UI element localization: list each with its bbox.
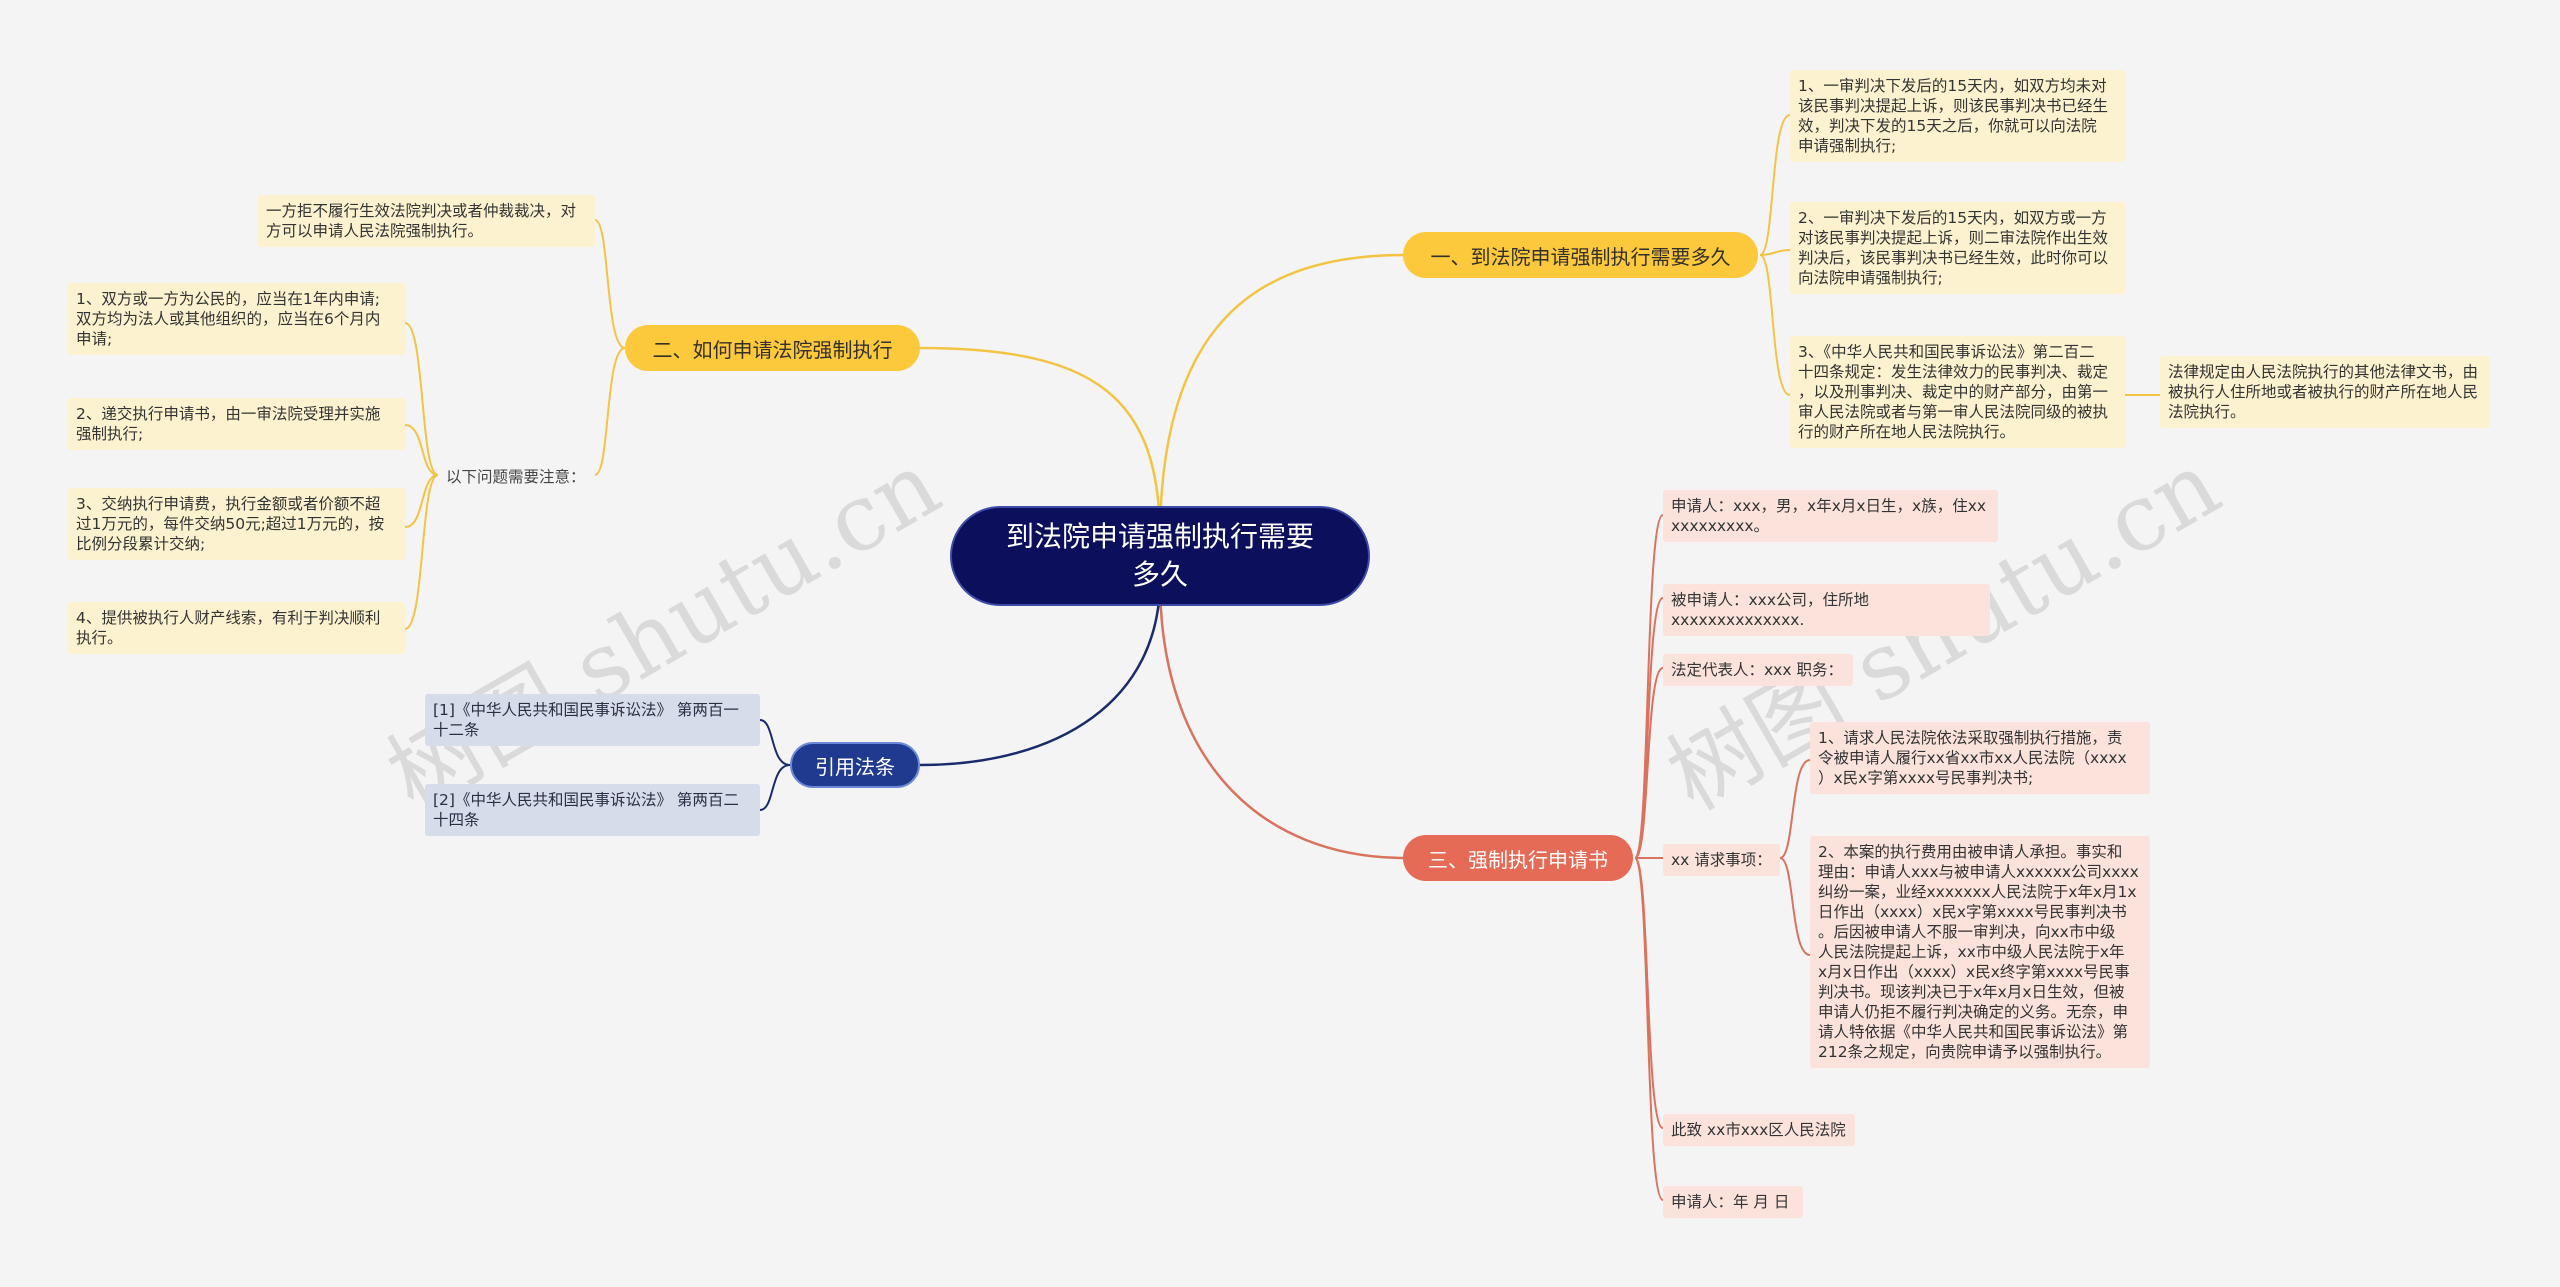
link-b2-mid — [594, 347, 626, 476]
link-b1-leaf1 — [1759, 114, 1791, 256]
link-mid-i3 — [404, 474, 439, 528]
link-b1-leaf3 — [1759, 254, 1791, 396]
link-root-b2 — [919, 346, 1162, 541]
branch-cited-laws[interactable]: 引用法条 — [790, 742, 920, 788]
b1-leaf-1[interactable]: 1、一审判决下发后的15天内，如双方均未对 该民事判决提起上诉，则该民事判决书已… — [1790, 70, 2125, 162]
b3-request-2[interactable]: 2、本案的执行费用由被申请人承担。事实和 理由：申请人xxx与被申请人xxxxx… — [1810, 836, 2150, 1068]
b3-court[interactable]: 此致 xx市xxx区人民法院 — [1663, 1114, 1855, 1146]
link-b4-i1 — [759, 719, 791, 766]
b2-item-1[interactable]: 1、双方或一方为公民的，应当在1年内申请; 双方均为法人或其他组织的，应当在6个… — [68, 283, 405, 355]
link-req-1 — [1779, 759, 1811, 859]
b2-item-3[interactable]: 3、交纳执行申请费，执行金额或者价额不超 过1万元的，每件交纳50元;超过1万元… — [68, 488, 405, 560]
b3-signature[interactable]: 申请人：年 月 日 — [1663, 1186, 1803, 1218]
branch-how-long[interactable]: 一、到法院申请强制执行需要多久 — [1403, 232, 1758, 278]
b3-legal-rep[interactable]: 法定代表人：xxx 职务： — [1663, 654, 1853, 686]
b3-request-label[interactable]: xx 请求事项： — [1663, 844, 1780, 876]
branch-how-to-apply[interactable]: 二、如何申请法院强制执行 — [625, 325, 920, 371]
b2-notice-label[interactable]: 以下问题需要注意： — [446, 468, 586, 486]
b2-item-4[interactable]: 4、提供被执行人财产线索，有利于判决顺利 执行。 — [68, 602, 405, 654]
link-mid-i4 — [404, 474, 439, 630]
b2-item-2[interactable]: 2、递交执行申请书，由一审法院受理并实施 强制执行; — [68, 398, 405, 450]
b3-applicant[interactable]: 申请人：xxx，男，x年x月x日生，x族，住xx xxxxxxxxx。 — [1663, 490, 1998, 542]
root-node[interactable]: 到法院申请强制执行需要 多久 — [950, 506, 1370, 606]
b1-leaf-2[interactable]: 2、一审判决下发后的15天内，如双方或一方 对该民事判决提起上诉，则二审法院作出… — [1790, 202, 2125, 294]
link-root-b3 — [1158, 579, 1406, 860]
link-req-2 — [1779, 857, 1811, 956]
b1-leaf-3[interactable]: 3、《中华人民共和国民事诉讼法》第二百二 十四条规定：发生法律效力的民事判决、裁… — [1790, 336, 2125, 448]
branch-application-form[interactable]: 三、强制执行申请书 — [1403, 835, 1633, 881]
link-b3-legalrep — [1634, 667, 1664, 859]
link-root-b4 — [919, 579, 1162, 767]
link-b2-top — [594, 219, 626, 349]
link-b4-i2 — [759, 764, 791, 811]
b3-request-1[interactable]: 1、请求人民法院依法采取强制执行措施，责 令被申请人履行xx省xx市xx人民法院… — [1810, 722, 2150, 794]
b1-sub-leaf[interactable]: 法律规定由人民法院执行的其他法律文书，由 被执行人住所地或者被执行的财产所在地人… — [2160, 356, 2490, 428]
link-mid-i2 — [404, 424, 439, 476]
b2-top-leaf[interactable]: 一方拒不履行生效法院判决或者仲裁裁决，对 方可以申请人民法院强制执行。 — [258, 195, 595, 247]
link-b3-sign — [1634, 857, 1664, 1201]
link-mid-i1 — [404, 322, 439, 476]
link-b1-leaf2 — [1759, 249, 1791, 256]
b4-law-1[interactable]: [1]《中华人民共和国民事诉讼法》 第两百一 十二条 — [425, 694, 760, 746]
link-b3-court — [1634, 857, 1664, 1129]
link-root-b1 — [1158, 253, 1406, 541]
b3-respondent[interactable]: 被申请人：xxx公司，住所地xxxxxxxxxxxxxx. — [1663, 584, 1990, 636]
b4-law-2[interactable]: [2]《中华人民共和国民事诉讼法》 第两百二 十四条 — [425, 784, 760, 836]
